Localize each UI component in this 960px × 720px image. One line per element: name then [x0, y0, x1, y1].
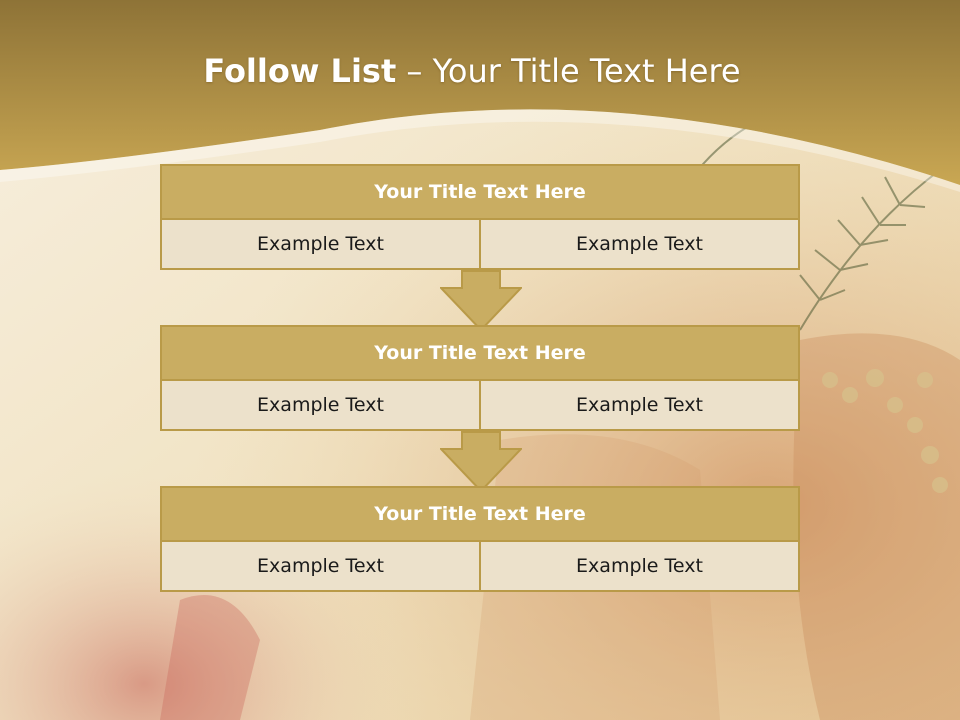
- step-row-1: Example Text Example Text: [160, 220, 800, 270]
- step-row-3: Example Text Example Text: [160, 542, 800, 592]
- step-title-3: Your Title Text Here: [160, 486, 800, 542]
- step-2-left-text: Example Text: [160, 381, 481, 431]
- step-title-2: Your Title Text Here: [160, 325, 800, 381]
- step-2-right-text: Example Text: [481, 381, 800, 431]
- title-rest: – Your Title Text Here: [396, 52, 741, 90]
- slide-title: Follow List – Your Title Text Here: [0, 52, 944, 90]
- step-3-right-text: Example Text: [481, 542, 800, 592]
- step-box-1: Your Title Text Here Example Text Exampl…: [160, 164, 800, 270]
- step-box-2: Your Title Text Here Example Text Exampl…: [160, 325, 800, 431]
- down-arrow-icon: [440, 431, 522, 493]
- title-bold: Follow List: [203, 52, 397, 90]
- down-arrow-icon: [440, 270, 522, 332]
- step-row-2: Example Text Example Text: [160, 381, 800, 431]
- step-1-left-text: Example Text: [160, 220, 481, 270]
- step-1-right-text: Example Text: [481, 220, 800, 270]
- step-3-left-text: Example Text: [160, 542, 481, 592]
- step-title-1: Your Title Text Here: [160, 164, 800, 220]
- step-box-3: Your Title Text Here Example Text Exampl…: [160, 486, 800, 592]
